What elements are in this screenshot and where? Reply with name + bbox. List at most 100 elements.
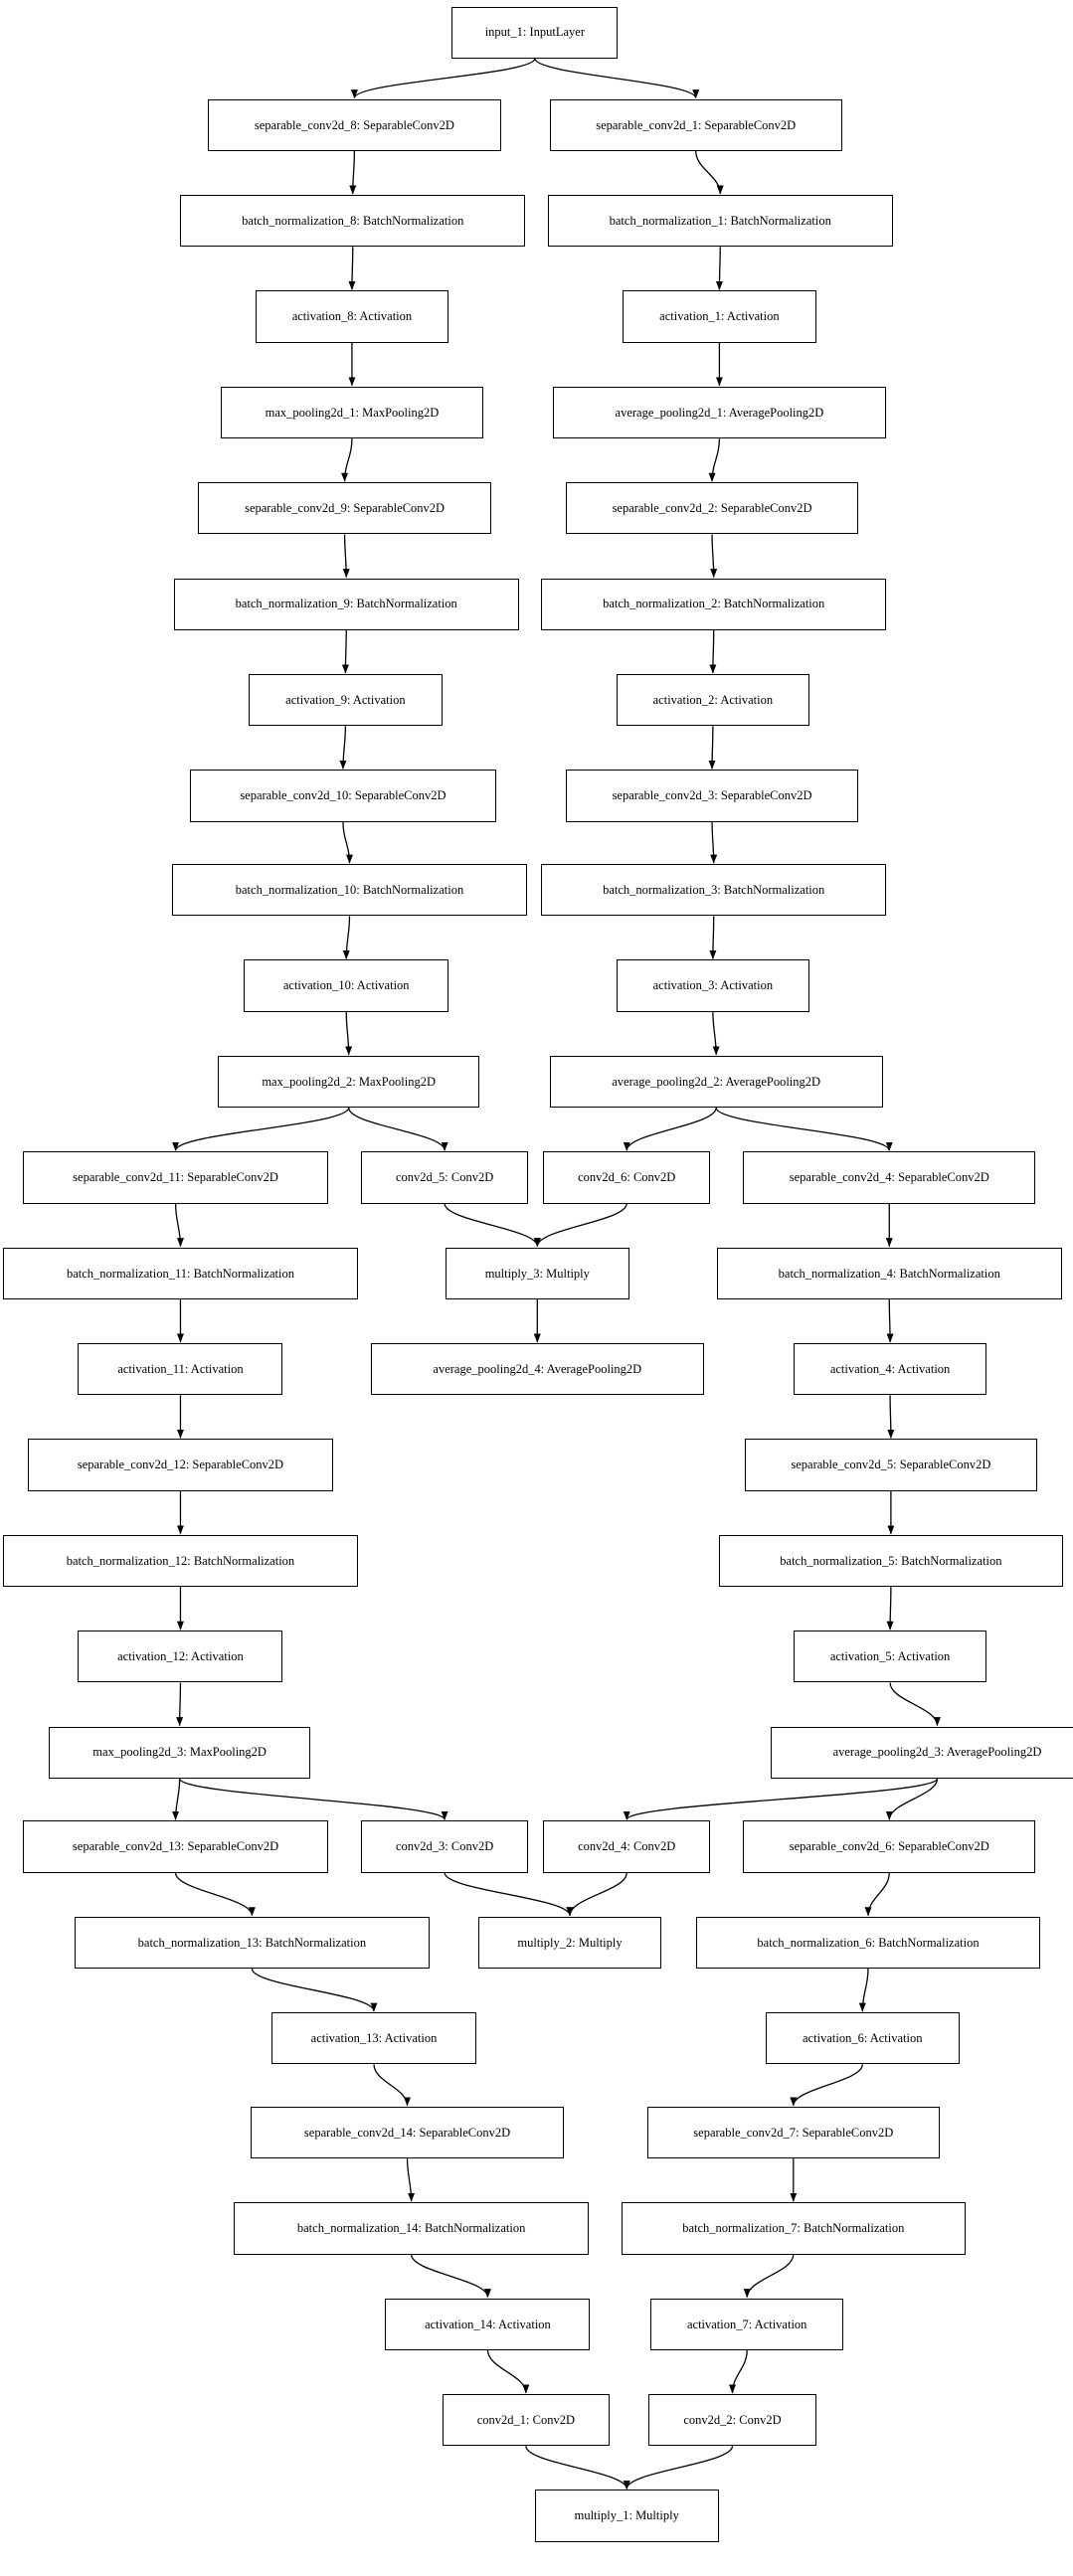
node-activation_5[interactable]: activation_5: Activation <box>793 1631 987 1683</box>
node-label: average_pooling2d_1: AveragePooling2D <box>615 405 824 420</box>
edge-activation_3-to-average_pooling2d_2 <box>712 1011 720 1056</box>
node-label: conv2d_4: Conv2D <box>578 1839 676 1854</box>
node-activation_11[interactable]: activation_11: Activation <box>78 1343 283 1396</box>
edge-separable_conv2d_3-to-batch_normalization_3 <box>710 821 718 864</box>
node-activation_9[interactable]: activation_9: Activation <box>249 673 443 727</box>
node-batch_normalization_7[interactable]: batch_normalization_7: BatchNormalizatio… <box>621 2202 967 2255</box>
node-separable_conv2d_9[interactable]: separable_conv2d_9: SeparableConv2D <box>198 482 491 535</box>
node-label: activation_2: Activation <box>652 692 774 707</box>
node-separable_conv2d_10[interactable]: separable_conv2d_10: SeparableConv2D <box>190 770 496 822</box>
edge-batch_normalization_6-to-activation_6 <box>858 1969 869 2012</box>
edge-max_pooling2d_2-to-conv2d_5 <box>348 1107 448 1151</box>
node-separable_conv2d_12[interactable]: separable_conv2d_12: SeparableConv2D <box>27 1439 334 1491</box>
edge-separable_conv2d_8-to-batch_normalization_8 <box>349 150 357 195</box>
node-activation_14[interactable]: activation_14: Activation <box>385 2298 591 2350</box>
node-batch_normalization_10[interactable]: batch_normalization_10: BatchNormalizati… <box>172 864 527 917</box>
node-conv2d_4[interactable]: conv2d_4: Conv2D <box>543 1820 711 1873</box>
node-separable_conv2d_7[interactable]: separable_conv2d_7: SeparableConv2D <box>646 2106 940 2159</box>
edge-conv2d_2-to-multiply_1 <box>623 2446 734 2490</box>
edge-separable_conv2d_6-to-batch_normalization_6 <box>864 1872 890 1917</box>
node-activation_4[interactable]: activation_4: Activation <box>793 1343 987 1396</box>
edge-conv2d_3-to-multiply_2 <box>444 1872 574 1917</box>
node-label: separable_conv2d_8: SeparableConv2D <box>254 117 454 132</box>
node-separable_conv2d_11[interactable]: separable_conv2d_11: SeparableConv2D <box>22 1151 329 1204</box>
node-label: batch_normalization_3: BatchNormalizatio… <box>603 882 825 897</box>
node-activation_1[interactable]: activation_1: Activation <box>623 290 816 343</box>
node-separable_conv2d_2[interactable]: separable_conv2d_2: SeparableConv2D <box>565 482 859 535</box>
node-max_pooling2d_3[interactable]: max_pooling2d_3: MaxPooling2D <box>49 1726 311 1779</box>
edge-max_pooling2d_3-to-separable_conv2d_13 <box>172 1778 181 1820</box>
node-batch_normalization_6[interactable]: batch_normalization_6: BatchNormalizatio… <box>695 1916 1041 1969</box>
node-separable_conv2d_13[interactable]: separable_conv2d_13: SeparableConv2D <box>22 1820 329 1873</box>
edge-activation_5-to-average_pooling2d_3 <box>889 1682 941 1727</box>
node-batch_normalization_14[interactable]: batch_normalization_14: BatchNormalizati… <box>234 2202 589 2255</box>
node-activation_8[interactable]: activation_8: Activation <box>255 290 449 343</box>
node-average_pooling2d_3[interactable]: average_pooling2d_3: AveragePooling2D <box>770 1726 1073 1779</box>
edge-input_1-to-separable_conv2d_8 <box>350 58 536 99</box>
node-batch_normalization_5[interactable]: batch_normalization_5: BatchNormalizatio… <box>718 1534 1064 1588</box>
node-label: batch_normalization_6: BatchNormalizatio… <box>757 1935 980 1950</box>
node-separable_conv2d_8[interactable]: separable_conv2d_8: SeparableConv2D <box>208 98 501 151</box>
edge-batch_normalization_4-to-activation_4 <box>886 1298 894 1343</box>
edge-max_pooling2d_3-to-conv2d_3 <box>179 1778 448 1820</box>
node-separable_conv2d_1[interactable]: separable_conv2d_1: SeparableConv2D <box>549 98 842 151</box>
node-batch_normalization_1[interactable]: batch_normalization_1: BatchNormalizatio… <box>547 195 893 248</box>
node-activation_10[interactable]: activation_10: Activation <box>244 959 449 1012</box>
node-label: separable_conv2d_2: SeparableConv2D <box>612 501 812 516</box>
node-label: conv2d_5: Conv2D <box>395 1170 494 1185</box>
node-separable_conv2d_14[interactable]: separable_conv2d_14: SeparableConv2D <box>250 2106 565 2159</box>
node-activation_6[interactable]: activation_6: Activation <box>766 2012 960 2065</box>
node-average_pooling2d_1[interactable]: average_pooling2d_1: AveragePooling2D <box>552 386 886 439</box>
node-multiply_3[interactable]: multiply_3: Multiply <box>445 1247 629 1299</box>
node-label: average_pooling2d_2: AveragePooling2D <box>612 1074 821 1089</box>
edge-conv2d_6-to-multiply_3 <box>533 1203 627 1248</box>
node-label: separable_conv2d_10: SeparableConv2D <box>240 788 447 803</box>
node-conv2d_6[interactable]: conv2d_6: Conv2D <box>543 1151 711 1204</box>
node-label: separable_conv2d_11: SeparableConv2D <box>73 1170 278 1185</box>
edge-batch_normalization_1-to-activation_1 <box>715 247 723 290</box>
node-conv2d_1[interactable]: conv2d_1: Conv2D <box>442 2394 611 2447</box>
node-input_1[interactable]: input_1: InputLayer <box>451 6 619 59</box>
node-batch_normalization_8[interactable]: batch_normalization_8: BatchNormalizatio… <box>180 195 526 248</box>
node-separable_conv2d_6[interactable]: separable_conv2d_6: SeparableConv2D <box>743 1820 1036 1873</box>
node-conv2d_2[interactable]: conv2d_2: Conv2D <box>648 2394 816 2447</box>
node-label: batch_normalization_7: BatchNormalizatio… <box>682 2221 905 2236</box>
node-batch_normalization_12[interactable]: batch_normalization_12: BatchNormalizati… <box>3 1534 358 1588</box>
edge-average_pooling2d_2-to-conv2d_6 <box>623 1107 717 1151</box>
node-label: batch_normalization_12: BatchNormalizati… <box>66 1553 295 1568</box>
node-multiply_2[interactable]: multiply_2: Multiply <box>477 1916 662 1969</box>
edge-average_pooling2d_3-to-separable_conv2d_6 <box>885 1778 939 1820</box>
node-separable_conv2d_3[interactable]: separable_conv2d_3: SeparableConv2D <box>565 770 859 822</box>
node-label: separable_conv2d_6: SeparableConv2D <box>789 1839 989 1854</box>
node-label: multiply_3: Multiply <box>484 1266 590 1281</box>
node-label: max_pooling2d_3: MaxPooling2D <box>92 1745 267 1760</box>
node-batch_normalization_11[interactable]: batch_normalization_11: BatchNormalizati… <box>3 1247 358 1299</box>
node-activation_3[interactable]: activation_3: Activation <box>616 959 810 1012</box>
node-activation_13[interactable]: activation_13: Activation <box>271 2012 476 2065</box>
node-label: batch_normalization_5: BatchNormalizatio… <box>780 1553 1002 1568</box>
node-conv2d_3[interactable]: conv2d_3: Conv2D <box>360 1820 529 1873</box>
node-batch_normalization_3[interactable]: batch_normalization_3: BatchNormalizatio… <box>541 864 886 917</box>
node-multiply_1[interactable]: multiply_1: Multiply <box>534 2490 719 2542</box>
node-label: activation_14: Activation <box>425 2317 551 2331</box>
edge-separable_conv2d_2-to-batch_normalization_2 <box>710 534 718 579</box>
node-max_pooling2d_2[interactable]: max_pooling2d_2: MaxPooling2D <box>218 1055 480 1109</box>
edge-batch_normalization_14-to-activation_14 <box>410 2254 491 2299</box>
node-label: batch_normalization_13: BatchNormalizati… <box>137 1935 367 1950</box>
edge-average_pooling2d_3-to-conv2d_4 <box>623 1778 939 1820</box>
node-separable_conv2d_4[interactable]: separable_conv2d_4: SeparableConv2D <box>743 1151 1036 1204</box>
node-separable_conv2d_5[interactable]: separable_conv2d_5: SeparableConv2D <box>744 1439 1038 1491</box>
node-average_pooling2d_2[interactable]: average_pooling2d_2: AveragePooling2D <box>549 1055 883 1109</box>
node-label: separable_conv2d_1: SeparableConv2D <box>596 117 797 132</box>
node-average_pooling2d_4[interactable]: average_pooling2d_4: AveragePooling2D <box>370 1343 704 1396</box>
node-batch_normalization_13[interactable]: batch_normalization_13: BatchNormalizati… <box>75 1916 430 1969</box>
node-batch_normalization_9[interactable]: batch_normalization_9: BatchNormalizatio… <box>173 578 519 630</box>
node-max_pooling2d_1[interactable]: max_pooling2d_1: MaxPooling2D <box>221 386 483 439</box>
node-activation_7[interactable]: activation_7: Activation <box>649 2298 844 2350</box>
node-activation_12[interactable]: activation_12: Activation <box>78 1631 283 1683</box>
node-label: input_1: InputLayer <box>484 25 586 40</box>
node-activation_2[interactable]: activation_2: Activation <box>616 673 810 727</box>
node-conv2d_5[interactable]: conv2d_5: Conv2D <box>360 1151 529 1204</box>
node-batch_normalization_2[interactable]: batch_normalization_2: BatchNormalizatio… <box>541 578 886 630</box>
node-batch_normalization_4[interactable]: batch_normalization_4: BatchNormalizatio… <box>716 1247 1062 1299</box>
